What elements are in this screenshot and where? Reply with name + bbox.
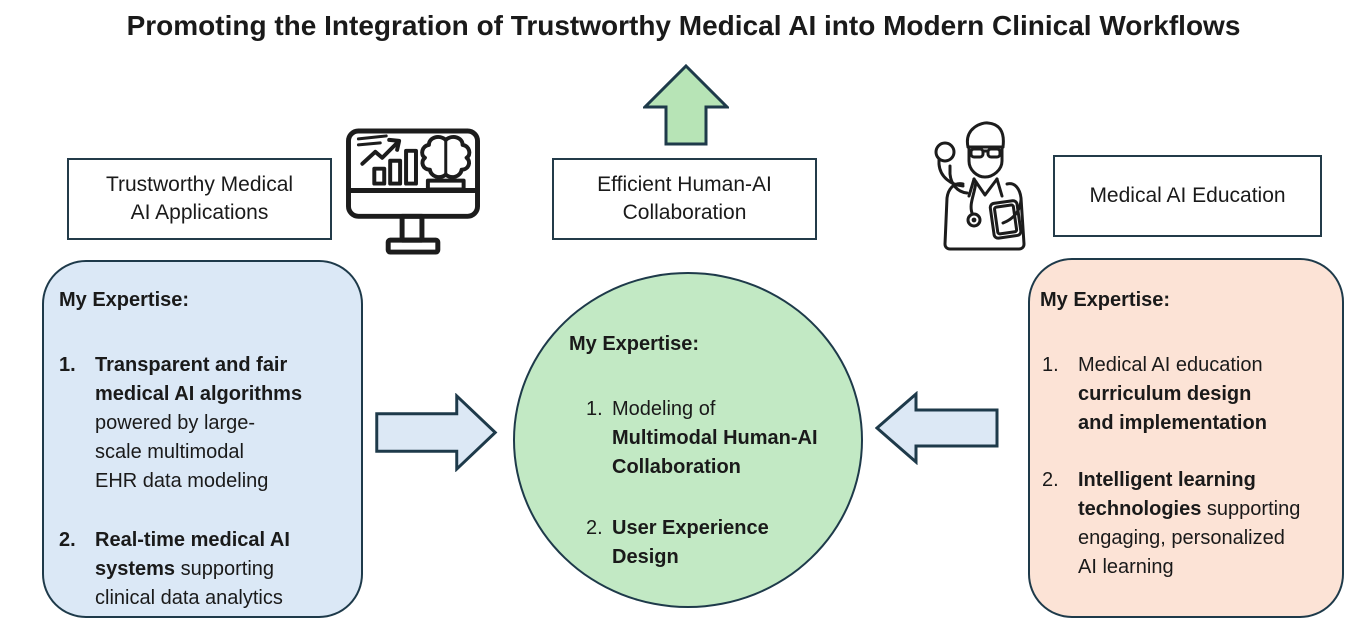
item-number: 1. [59, 354, 76, 376]
doctor-icon [927, 116, 1043, 258]
item-text: Medical AI education curriculum design a… [1078, 354, 1267, 434]
left-arrow-icon [875, 391, 999, 465]
expertise-item: 1. Medical AI education curriculum desig… [1042, 351, 1334, 438]
expertise-item: 2. Intelligent learning technologies sup… [1042, 466, 1334, 582]
label-trustworthy-medical-ai-applications: Trustworthy Medical AI Applications [67, 158, 332, 240]
item-text: Transparent and fair medical AI algorith… [95, 354, 303, 492]
panel-trustworthy-medical-ai: My Expertise: 1. Transparent and fair me… [42, 260, 363, 618]
item-number: 2. [59, 529, 76, 551]
up-arrow-icon [643, 64, 729, 146]
expertise-heading: My Expertise: [59, 289, 190, 311]
expertise-item: 1. Modeling of Multimodal Human-AI Colla… [586, 395, 833, 482]
analytics-monitor-brain-icon [343, 127, 485, 258]
expertise-heading: My Expertise: [569, 333, 700, 355]
item-number: 1. [1042, 354, 1059, 376]
expertise-item: 1. Transparent and fair medical AI algor… [59, 351, 353, 496]
right-arrow-icon [374, 393, 499, 472]
circle-human-ai-collaboration: My Expertise: 1. Modeling of Multimodal … [513, 272, 863, 608]
label-medical-ai-education: Medical AI Education [1053, 155, 1322, 237]
item-text: Real-time medical AI systems supporting … [95, 529, 290, 609]
item-number: 1. [586, 398, 603, 420]
label-efficient-human-ai-collaboration: Efficient Human-AI Collaboration [552, 158, 817, 240]
item-number: 2. [1042, 469, 1059, 491]
diagram-title: Promoting the Integration of Trustworthy… [126, 10, 1241, 41]
item-text: User Experience Design [612, 517, 769, 568]
expertise-item: 2. User Experience Design [586, 514, 833, 572]
expertise-item: 2. Real-time medical AI systems supporti… [59, 526, 353, 613]
panel-medical-ai-education: My Expertise: 1. Medical AI education cu… [1028, 258, 1344, 618]
item-text: Modeling of Multimodal Human-AI Collabor… [612, 398, 818, 478]
item-text: Intelligent learning technologies suppor… [1078, 469, 1301, 578]
item-number: 2. [586, 517, 603, 539]
expertise-heading: My Expertise: [1040, 289, 1171, 311]
